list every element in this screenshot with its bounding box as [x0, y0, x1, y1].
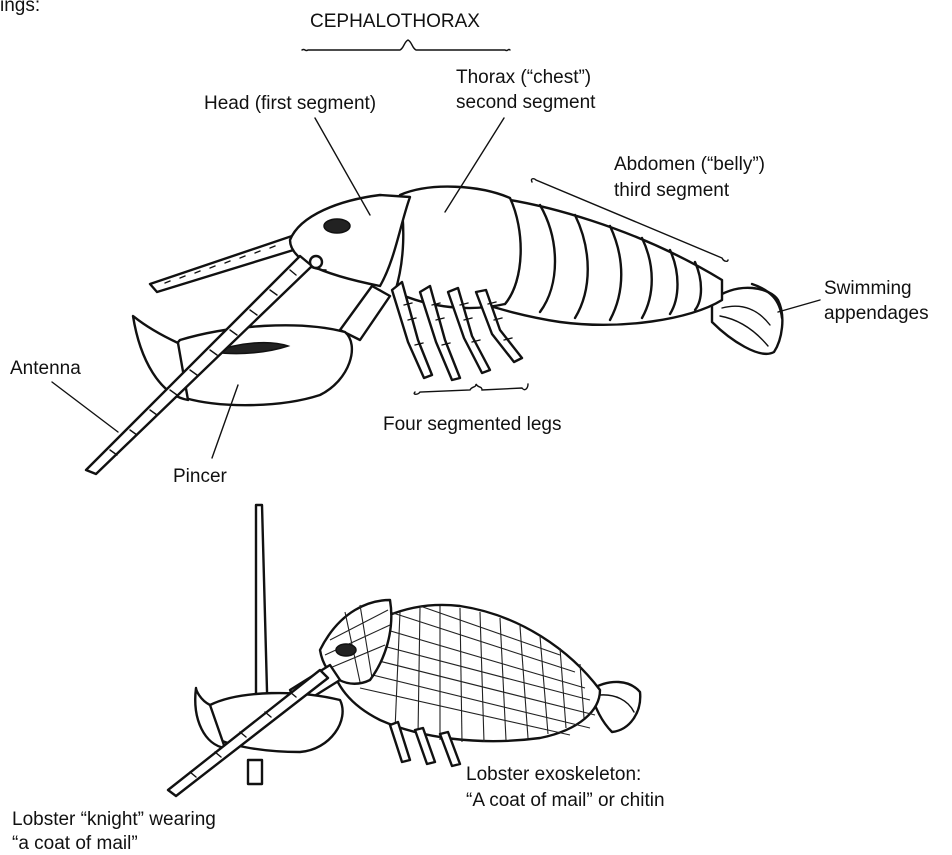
- knight-label-line2: “a coat of mail”: [12, 832, 138, 855]
- knight-label-line1: Lobster “knight” wearing: [12, 808, 216, 831]
- partial-heading: ings:: [0, 0, 40, 17]
- abdomen-label-line2: third segment: [614, 179, 729, 202]
- exoskeleton-label-line1: Lobster exoskeleton:: [466, 763, 641, 786]
- swimming-label-line2: appendages: [824, 302, 929, 325]
- bottom-lobster: [168, 505, 640, 796]
- cephalothorax-label: CEPHALOTHORAX: [310, 10, 480, 33]
- eye-icon: [324, 219, 350, 233]
- abdomen-label-line1: Abdomen (“belly”): [614, 153, 765, 176]
- top-lobster: [52, 40, 820, 474]
- swimming-label-line1: Swimming: [824, 277, 912, 300]
- exoskeleton-label-line2: “A coat of mail” or chitin: [466, 789, 665, 812]
- legs-label: Four segmented legs: [383, 413, 562, 436]
- thorax-label-line2: second segment: [456, 91, 595, 114]
- antenna-label: Antenna: [10, 357, 81, 380]
- head-label: Head (first segment): [204, 92, 376, 115]
- head: [290, 195, 410, 286]
- thorax-label-line1: Thorax (“chest”): [456, 66, 591, 89]
- pincer-label: Pincer: [173, 465, 227, 488]
